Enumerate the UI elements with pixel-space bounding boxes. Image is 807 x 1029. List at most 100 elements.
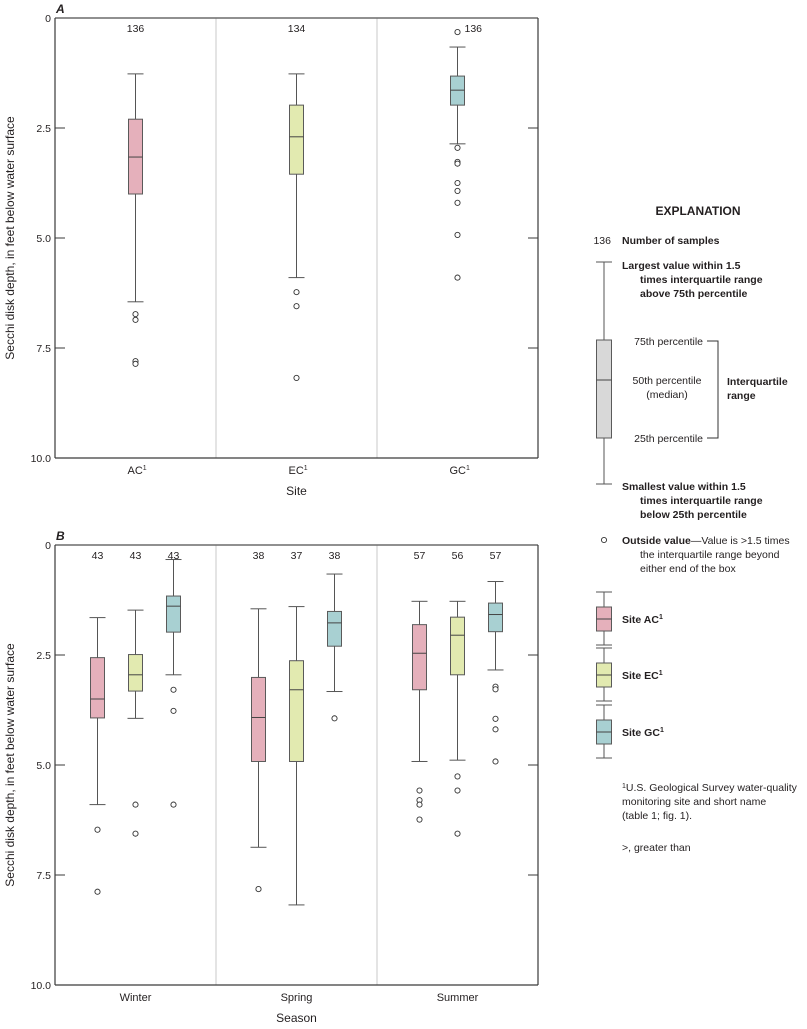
iqr-box bbox=[251, 676, 266, 762]
iqr-bracket bbox=[707, 340, 719, 439]
legend-median: (median) bbox=[646, 389, 687, 401]
outlier-point bbox=[132, 360, 139, 367]
sample-count: 134 bbox=[288, 23, 306, 35]
outlier-point bbox=[454, 160, 461, 167]
y-tick-label: 2.5 bbox=[36, 123, 51, 135]
y-tick-label: 10.0 bbox=[31, 453, 52, 465]
footnote: monitoring site and short name bbox=[622, 796, 766, 808]
legend-iqr-label: Interquartile bbox=[727, 376, 788, 388]
box-ec-summer: 56 bbox=[449, 550, 466, 837]
outlier-point bbox=[416, 787, 423, 794]
outlier-point bbox=[293, 289, 300, 296]
sample-count: 57 bbox=[414, 550, 426, 562]
y-tick-label: 2.5 bbox=[36, 650, 51, 662]
legend-site-gc: Site GC1 bbox=[596, 704, 664, 759]
legend-sample-count-label: Number of samples bbox=[622, 235, 720, 247]
outlier-point bbox=[454, 187, 461, 194]
legend-site-ec: Site EC1 bbox=[596, 647, 663, 702]
legend-site-label: Site GC1 bbox=[622, 727, 664, 739]
box-ec-winter: 43 bbox=[127, 550, 144, 837]
legend-lower-whisker-text: times interquartile range bbox=[640, 495, 763, 507]
x-category-label: GC1 bbox=[450, 465, 471, 477]
panel-letter: B bbox=[56, 529, 65, 543]
legend-upper-whisker-text: times interquartile range bbox=[640, 274, 763, 286]
sample-count: 136 bbox=[127, 23, 145, 35]
outlier-point bbox=[492, 715, 499, 722]
legend-outlier-icon bbox=[600, 536, 608, 544]
outlier-point bbox=[454, 179, 461, 187]
y-axis-title: Secchi disk depth, in feet below water s… bbox=[3, 116, 17, 360]
legend-outside-value-text: the interquartile range beyond bbox=[640, 549, 780, 561]
box-gc-winter: 43 bbox=[165, 550, 182, 808]
outlier-point bbox=[132, 311, 139, 318]
iqr-box bbox=[90, 657, 105, 719]
x-category-label: AC1 bbox=[128, 465, 147, 477]
footnote: 1U.S. Geological Survey water-quality bbox=[622, 782, 798, 794]
outlier-point bbox=[132, 801, 139, 808]
iqr-box bbox=[327, 610, 342, 647]
iqr-box bbox=[166, 595, 181, 633]
legend-lower-whisker-text: Smallest value within 1.5 bbox=[622, 481, 746, 493]
sample-count: 56 bbox=[452, 550, 464, 562]
outlier-point bbox=[170, 686, 177, 693]
outlier-point bbox=[293, 303, 300, 310]
legend-lower-whisker-text: below 25th percentile bbox=[640, 509, 747, 521]
legend-outside-value-text: either end of the box bbox=[640, 563, 736, 575]
box-ac-spring: 38 bbox=[250, 550, 267, 893]
iqr-box bbox=[289, 660, 304, 762]
outlier-point bbox=[170, 801, 177, 808]
outlier-point bbox=[492, 758, 499, 765]
legend-p25: 25th percentile bbox=[634, 433, 703, 445]
footnote: (table 1; fig. 1). bbox=[622, 810, 692, 822]
sample-count: 43 bbox=[130, 550, 142, 562]
iqr-box bbox=[128, 654, 143, 692]
legend-p75: 75th percentile bbox=[634, 336, 703, 348]
legend-outside-value-text: Outside value—Value is >1.5 times bbox=[622, 535, 790, 547]
iqr-box bbox=[488, 602, 503, 633]
legend-site-label: Site EC1 bbox=[622, 670, 663, 682]
abbreviation-note: >, greater than bbox=[622, 842, 691, 854]
outlier-point bbox=[293, 374, 300, 381]
box-ec-spring: 37 bbox=[288, 550, 305, 906]
box-gc-gc: 136 bbox=[449, 23, 482, 281]
outlier-point bbox=[94, 826, 101, 833]
panel-letter: A bbox=[55, 2, 65, 16]
y-axis-title: Secchi disk depth, in feet below water s… bbox=[3, 643, 17, 887]
iqr-box bbox=[412, 624, 427, 691]
outlier-point bbox=[454, 773, 461, 780]
box-gc-summer: 57 bbox=[487, 550, 504, 765]
outlier-point bbox=[492, 686, 499, 693]
outlier-point bbox=[492, 726, 499, 733]
outlier-point bbox=[454, 830, 461, 837]
box-gc-spring: 38 bbox=[326, 550, 343, 722]
y-tick-label: 0 bbox=[45, 540, 51, 552]
y-tick-label: 10.0 bbox=[31, 980, 52, 992]
y-tick-label: 5.0 bbox=[36, 760, 51, 772]
iqr-box bbox=[450, 616, 465, 676]
sample-count: 43 bbox=[92, 550, 104, 562]
legend-iqr-label: range bbox=[727, 390, 756, 402]
y-tick-label: 5.0 bbox=[36, 233, 51, 245]
x-category-label: Summer bbox=[437, 992, 479, 1004]
outlier-point bbox=[255, 886, 262, 893]
outlier-point bbox=[170, 707, 177, 714]
sample-count: 37 bbox=[291, 550, 303, 562]
outlier-point bbox=[416, 801, 423, 808]
outlier-point bbox=[454, 231, 461, 238]
outlier-point bbox=[331, 715, 338, 722]
outlier-point bbox=[132, 316, 139, 323]
sample-count: 38 bbox=[329, 550, 341, 562]
x-category-label: Spring bbox=[281, 992, 313, 1004]
legend-site-label: Site AC1 bbox=[622, 614, 663, 626]
x-axis-title: Season bbox=[276, 1011, 317, 1025]
x-category-label: EC1 bbox=[289, 465, 308, 477]
y-tick-label: 7.5 bbox=[36, 870, 51, 882]
box-ac-summer: 57 bbox=[411, 550, 428, 823]
outlier-point bbox=[454, 274, 461, 281]
legend-p50: 50th percentile bbox=[633, 375, 702, 387]
legend-iqr-box bbox=[596, 339, 612, 439]
explanation-title: EXPLANATION bbox=[655, 204, 740, 218]
